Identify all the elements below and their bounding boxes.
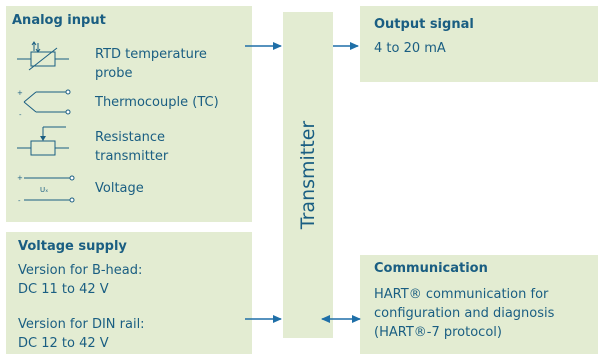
svg-text:-: -: [19, 111, 22, 118]
communication-title: Communication: [374, 261, 488, 276]
svg-text:+: +: [17, 89, 23, 97]
voltage-supply-box: [6, 232, 252, 354]
svg-text:-: -: [18, 197, 21, 205]
output-signal-box: [360, 6, 598, 82]
transmitter-box: [283, 12, 333, 338]
rtd-label: RTD temperature probe: [95, 47, 207, 81]
thermocouple-symbol-icon: + -: [17, 89, 71, 118]
communication-description: HART® communication for configuration an…: [374, 287, 555, 340]
voltage-symbol-icon: + - Uₓ: [17, 174, 75, 205]
resistance-label: Resistance transmitter: [95, 130, 169, 164]
voltage-supply-title: Voltage supply: [18, 239, 127, 254]
rtd-symbol-icon: [17, 41, 69, 71]
svg-text:+: +: [17, 174, 23, 182]
voltage-symbol-label: Uₓ: [40, 186, 48, 194]
analog-input-title: Analog input: [12, 13, 106, 28]
output-signal-title: Output signal: [374, 17, 474, 32]
resistance-symbol-icon: [17, 126, 69, 156]
output-signal-value: 4 to 20 mA: [374, 41, 446, 56]
communication-box: [360, 255, 598, 354]
bhead-range: DC 11 to 42 V: [18, 282, 109, 297]
bhead-version-label: Version for B-head:: [18, 263, 143, 278]
thermocouple-label: Thermocouple (TC): [95, 95, 219, 110]
din-range: DC 12 to 42 V: [18, 336, 109, 351]
voltage-label: Voltage: [95, 181, 144, 196]
din-version-label: Version for DIN rail:: [18, 317, 145, 332]
analog-input-box: [6, 6, 252, 222]
